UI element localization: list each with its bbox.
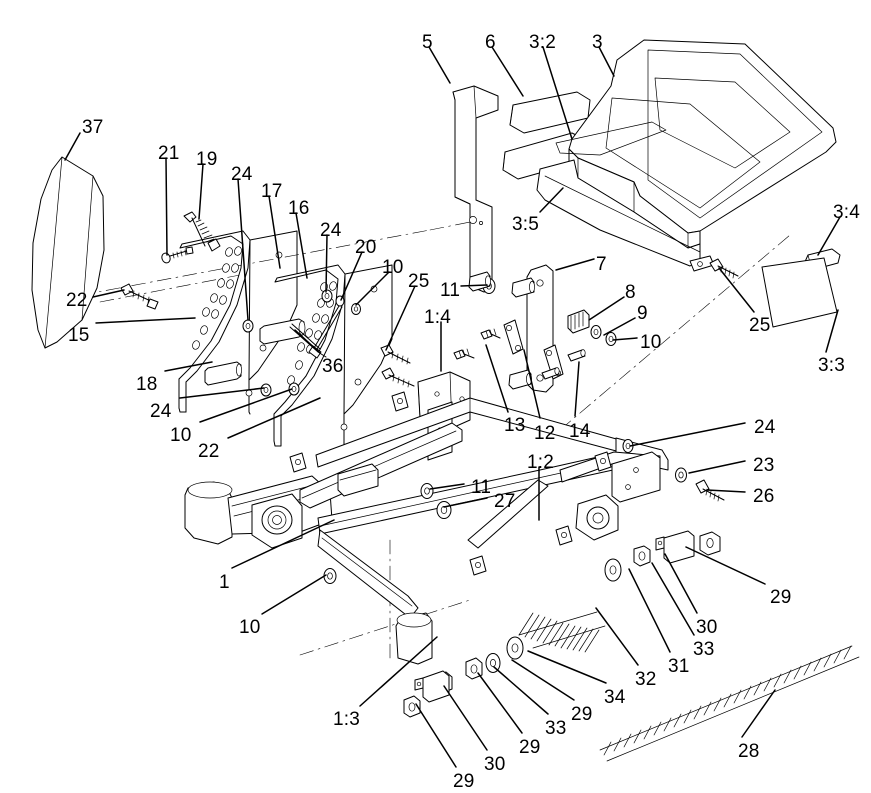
callout-30: 30 [484, 754, 506, 775]
callout-32: 32 [635, 669, 657, 690]
frame-hub-right [575, 494, 619, 541]
part-3-2-seat-insert [555, 121, 667, 156]
frame-hub-left [251, 493, 303, 549]
part-15-flat-plate [245, 230, 298, 415]
part-14-pin-a [567, 349, 586, 362]
callout-10: 10 [640, 332, 662, 353]
callout-37: 37 [82, 117, 104, 138]
callout-24: 24 [150, 401, 172, 422]
callout-25: 25 [749, 315, 771, 336]
callout-34: 34 [604, 687, 626, 708]
plate-15-holes [192, 246, 242, 350]
callout-14: 14 [569, 421, 591, 442]
plate-16-holes [287, 281, 337, 385]
callout-29: 29 [770, 587, 792, 608]
part-16-flat-plate [340, 264, 393, 449]
callout-29: 29 [519, 737, 541, 758]
callout-1-3: 1:3 [333, 709, 361, 730]
callout-24: 24 [754, 417, 776, 438]
callout-3-2: 3:2 [529, 32, 557, 53]
bolt-19-thread [195, 219, 215, 243]
callout-3: 3 [592, 32, 603, 53]
callout-22: 22 [66, 290, 88, 311]
part-3-3-panel [761, 257, 838, 328]
part-20-latch-rod [308, 295, 345, 359]
part-22-bolt-lower [381, 367, 415, 388]
callout-27: 27 [494, 491, 516, 512]
callout-16: 16 [288, 198, 310, 219]
part-7-pivot-arm [508, 264, 554, 393]
part-6-seat-pad [502, 91, 591, 180]
callout-3-3: 3:3 [818, 355, 846, 376]
callout-25: 25 [408, 271, 430, 292]
callout-13: 13 [504, 415, 526, 436]
callout-10: 10 [170, 425, 192, 446]
callout-10: 10 [239, 617, 261, 638]
callout-9: 9 [637, 303, 648, 324]
callout-19: 19 [196, 149, 218, 170]
callout-36: 36 [322, 356, 344, 377]
callout-1-2: 1:2 [527, 452, 555, 473]
part-28-threaded-rod [599, 645, 860, 762]
part-21-pin [161, 246, 194, 264]
rear-right-bracket [611, 451, 661, 503]
callout-21: 21 [158, 143, 180, 164]
callout-1: 1 [219, 572, 230, 593]
callout-28: 28 [738, 741, 760, 762]
part-3-seat-assembly [536, 39, 837, 272]
callout-15: 15 [68, 325, 90, 346]
fasteners-24-10-group [242, 289, 361, 397]
callout-30: 30 [696, 617, 718, 638]
part-37-shield [31, 156, 105, 349]
part-13-pin-a [480, 328, 501, 340]
callout-29: 29 [571, 704, 593, 725]
callout-26: 26 [753, 486, 775, 507]
callout-1-4: 1:4 [424, 307, 452, 328]
callout-12: 12 [534, 423, 556, 444]
part-19-bolt [183, 211, 221, 252]
spring-assembly-right [518, 530, 721, 653]
leader-lines [64, 46, 841, 768]
spring-assembly-left [403, 636, 524, 718]
fasteners-8-9-10 [567, 309, 617, 346]
callout-31: 31 [668, 656, 690, 677]
part-5-upright-bracket [452, 85, 499, 293]
callout-18: 18 [136, 374, 158, 395]
bushing-near-11 [468, 271, 491, 292]
callout-17: 17 [261, 181, 283, 202]
callout-23: 23 [753, 455, 775, 476]
callout-10: 10 [382, 257, 404, 278]
part-32-spring [518, 611, 606, 653]
part-14-pin-b [541, 367, 560, 380]
callout-24: 24 [231, 164, 253, 185]
callout-7: 7 [596, 254, 607, 275]
callout-29: 29 [453, 771, 475, 792]
part-12-link-arm-a [503, 319, 524, 355]
part-18-spacer-tube [204, 361, 242, 386]
callout-11: 11 [471, 477, 492, 498]
callout-8: 8 [625, 282, 636, 303]
callout-24: 24 [320, 220, 342, 241]
fasteners-11-27 [420, 483, 452, 519]
callout-6: 6 [485, 32, 496, 53]
callout-22: 22 [198, 441, 220, 462]
callout-3-5: 3:5 [512, 214, 540, 235]
part-22-bolt-left [120, 283, 159, 310]
callout-11: 11 [440, 280, 461, 301]
part-25-screw-left [380, 344, 411, 365]
callout-20: 20 [355, 237, 377, 258]
callout-33: 33 [693, 639, 715, 660]
part-13-pin-b [453, 348, 475, 360]
rod-28-threads [603, 645, 852, 756]
part-17-spacer-tube [259, 318, 306, 345]
frame-brackets [289, 391, 612, 576]
part-1-main-frame [184, 391, 669, 665]
part-15-curved-plate [178, 230, 251, 413]
callout-5: 5 [422, 32, 433, 53]
callout-33: 33 [545, 718, 567, 739]
fasteners-24-23-26 [622, 439, 725, 502]
callout-3-4: 3:4 [833, 202, 861, 223]
